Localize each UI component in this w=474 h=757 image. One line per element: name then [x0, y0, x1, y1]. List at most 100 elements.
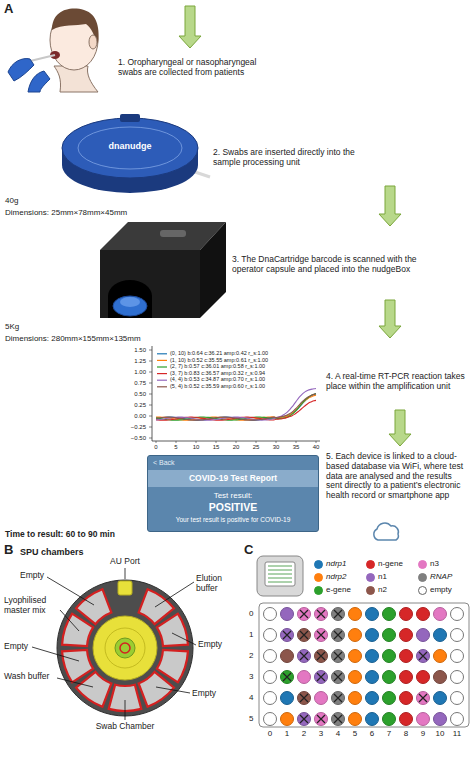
legend-text: n1: [366, 572, 387, 581]
failed-mark: [317, 673, 325, 681]
cartridge-top: [62, 118, 198, 178]
failed-mark: [317, 631, 325, 639]
well: [298, 629, 311, 642]
patient-ear: [89, 35, 97, 49]
leader-line: [60, 610, 79, 631]
legend-text: (4, 4) b:0.53 c:34.87 amp:0.70 r_s:1.00: [170, 376, 265, 382]
legend-entry: n2: [366, 586, 387, 594]
cartridge-notch: [120, 114, 140, 122]
leader-line: [155, 582, 194, 607]
phone-screen: < BackCOVID-19 Test ReportTest result:PO…: [147, 455, 319, 532]
axis-tick-label: 5: [166, 444, 186, 451]
well: [434, 692, 447, 705]
legend-text: (5, 4) b:0.52 c:35.59 amp:0.60 r_s:1.00: [170, 383, 265, 389]
well: [417, 629, 430, 642]
box-opening: [108, 280, 152, 318]
well: [264, 671, 277, 684]
failed-mark: [334, 715, 342, 723]
axis-tick-label: 1.50: [114, 347, 146, 354]
flow-arrow: [389, 410, 411, 446]
column-index: 10: [432, 729, 448, 738]
tick-mark: [156, 441, 157, 443]
well: [315, 608, 328, 621]
well: [383, 629, 396, 642]
legend-entry: (0, 10) b:0.64 c:36.21 amp:0.42 r_s:1.00: [170, 351, 268, 357]
failed-mark: [317, 715, 325, 723]
well: [332, 629, 345, 642]
well: [417, 671, 430, 684]
tick-mark: [149, 394, 152, 395]
well: [383, 713, 396, 726]
legend-text: n2: [366, 585, 387, 594]
screen-text: Your test result is positive for COVID-1…: [148, 515, 318, 525]
well: [264, 650, 277, 663]
plate-outline: [259, 603, 469, 727]
amplification-curve: [156, 388, 316, 420]
brand-logo: dnanudge: [95, 141, 165, 151]
well: [434, 713, 447, 726]
well: [349, 692, 362, 705]
row-index: 2: [249, 651, 253, 660]
nudgebox-illustration: [100, 222, 226, 318]
well: [400, 671, 413, 684]
failed-mark: [334, 694, 342, 702]
row-index: 3: [249, 672, 253, 681]
legend-swatch: [366, 586, 375, 595]
axis-tick-label: 0: [146, 444, 166, 451]
legend-swatch: [366, 573, 375, 582]
tick-mark: [216, 441, 217, 443]
well: [451, 650, 464, 663]
spu-hub: [93, 616, 157, 680]
well: [417, 650, 430, 663]
row-index: 4: [249, 693, 253, 702]
cloud-icon: [374, 523, 399, 540]
axis-tick-label: 0.25: [114, 402, 146, 409]
tick-mark: [149, 372, 152, 373]
axis-tick-label: −0.50: [114, 435, 146, 442]
axis-tick-label: 15: [206, 444, 226, 451]
tick-mark: [316, 441, 317, 443]
row-index: 5: [249, 714, 253, 723]
plate-icon-lines: [268, 566, 292, 582]
leader-line: [156, 687, 190, 693]
well: [383, 692, 396, 705]
well: [332, 608, 345, 621]
well: [400, 608, 413, 621]
flow-arrow: [379, 186, 401, 226]
well: [298, 650, 311, 663]
step-text: 5. Each device is linked to a cloud-base…: [326, 452, 470, 501]
well: [315, 671, 328, 684]
failed-mark: [334, 610, 342, 618]
legend-text: e-gene: [314, 585, 351, 594]
axis-tick-label: 1.00: [114, 369, 146, 376]
part-label: AU Port: [100, 557, 150, 567]
well: [434, 608, 447, 621]
tick-mark: [149, 416, 152, 417]
legend-entry: ndrp1: [314, 560, 346, 568]
legend-text: (0, 10) b:0.64 c:36.21 amp:0.42 r_s:1.00: [170, 350, 268, 356]
spu-body: [57, 580, 193, 716]
screen-text: COVID-19 Test Report: [152, 473, 314, 483]
cartridge-illustration: [62, 114, 210, 193]
well: [332, 713, 345, 726]
screen-text: POSITIVE: [148, 500, 318, 515]
well: [332, 692, 345, 705]
well: [434, 671, 447, 684]
weight-note: 5Kg: [5, 322, 19, 331]
panel-letter: A: [4, 2, 13, 17]
failed-mark: [317, 610, 325, 618]
well: [281, 671, 294, 684]
column-index: 2: [296, 729, 312, 738]
tick-mark: [149, 383, 152, 384]
plate-wells: [264, 608, 464, 726]
step-text: 2. Swabs are inserted directly into the …: [213, 148, 383, 168]
part-label: Empty: [4, 642, 28, 652]
part-label: Lyophilised master mix: [4, 596, 60, 616]
well: [315, 692, 328, 705]
plate-icon-body: [257, 556, 303, 596]
dimension-note: Dimensions: 25mm×78mm×45mm: [5, 208, 127, 217]
well: [383, 608, 396, 621]
well: [366, 692, 379, 705]
column-index: 8: [398, 729, 414, 738]
